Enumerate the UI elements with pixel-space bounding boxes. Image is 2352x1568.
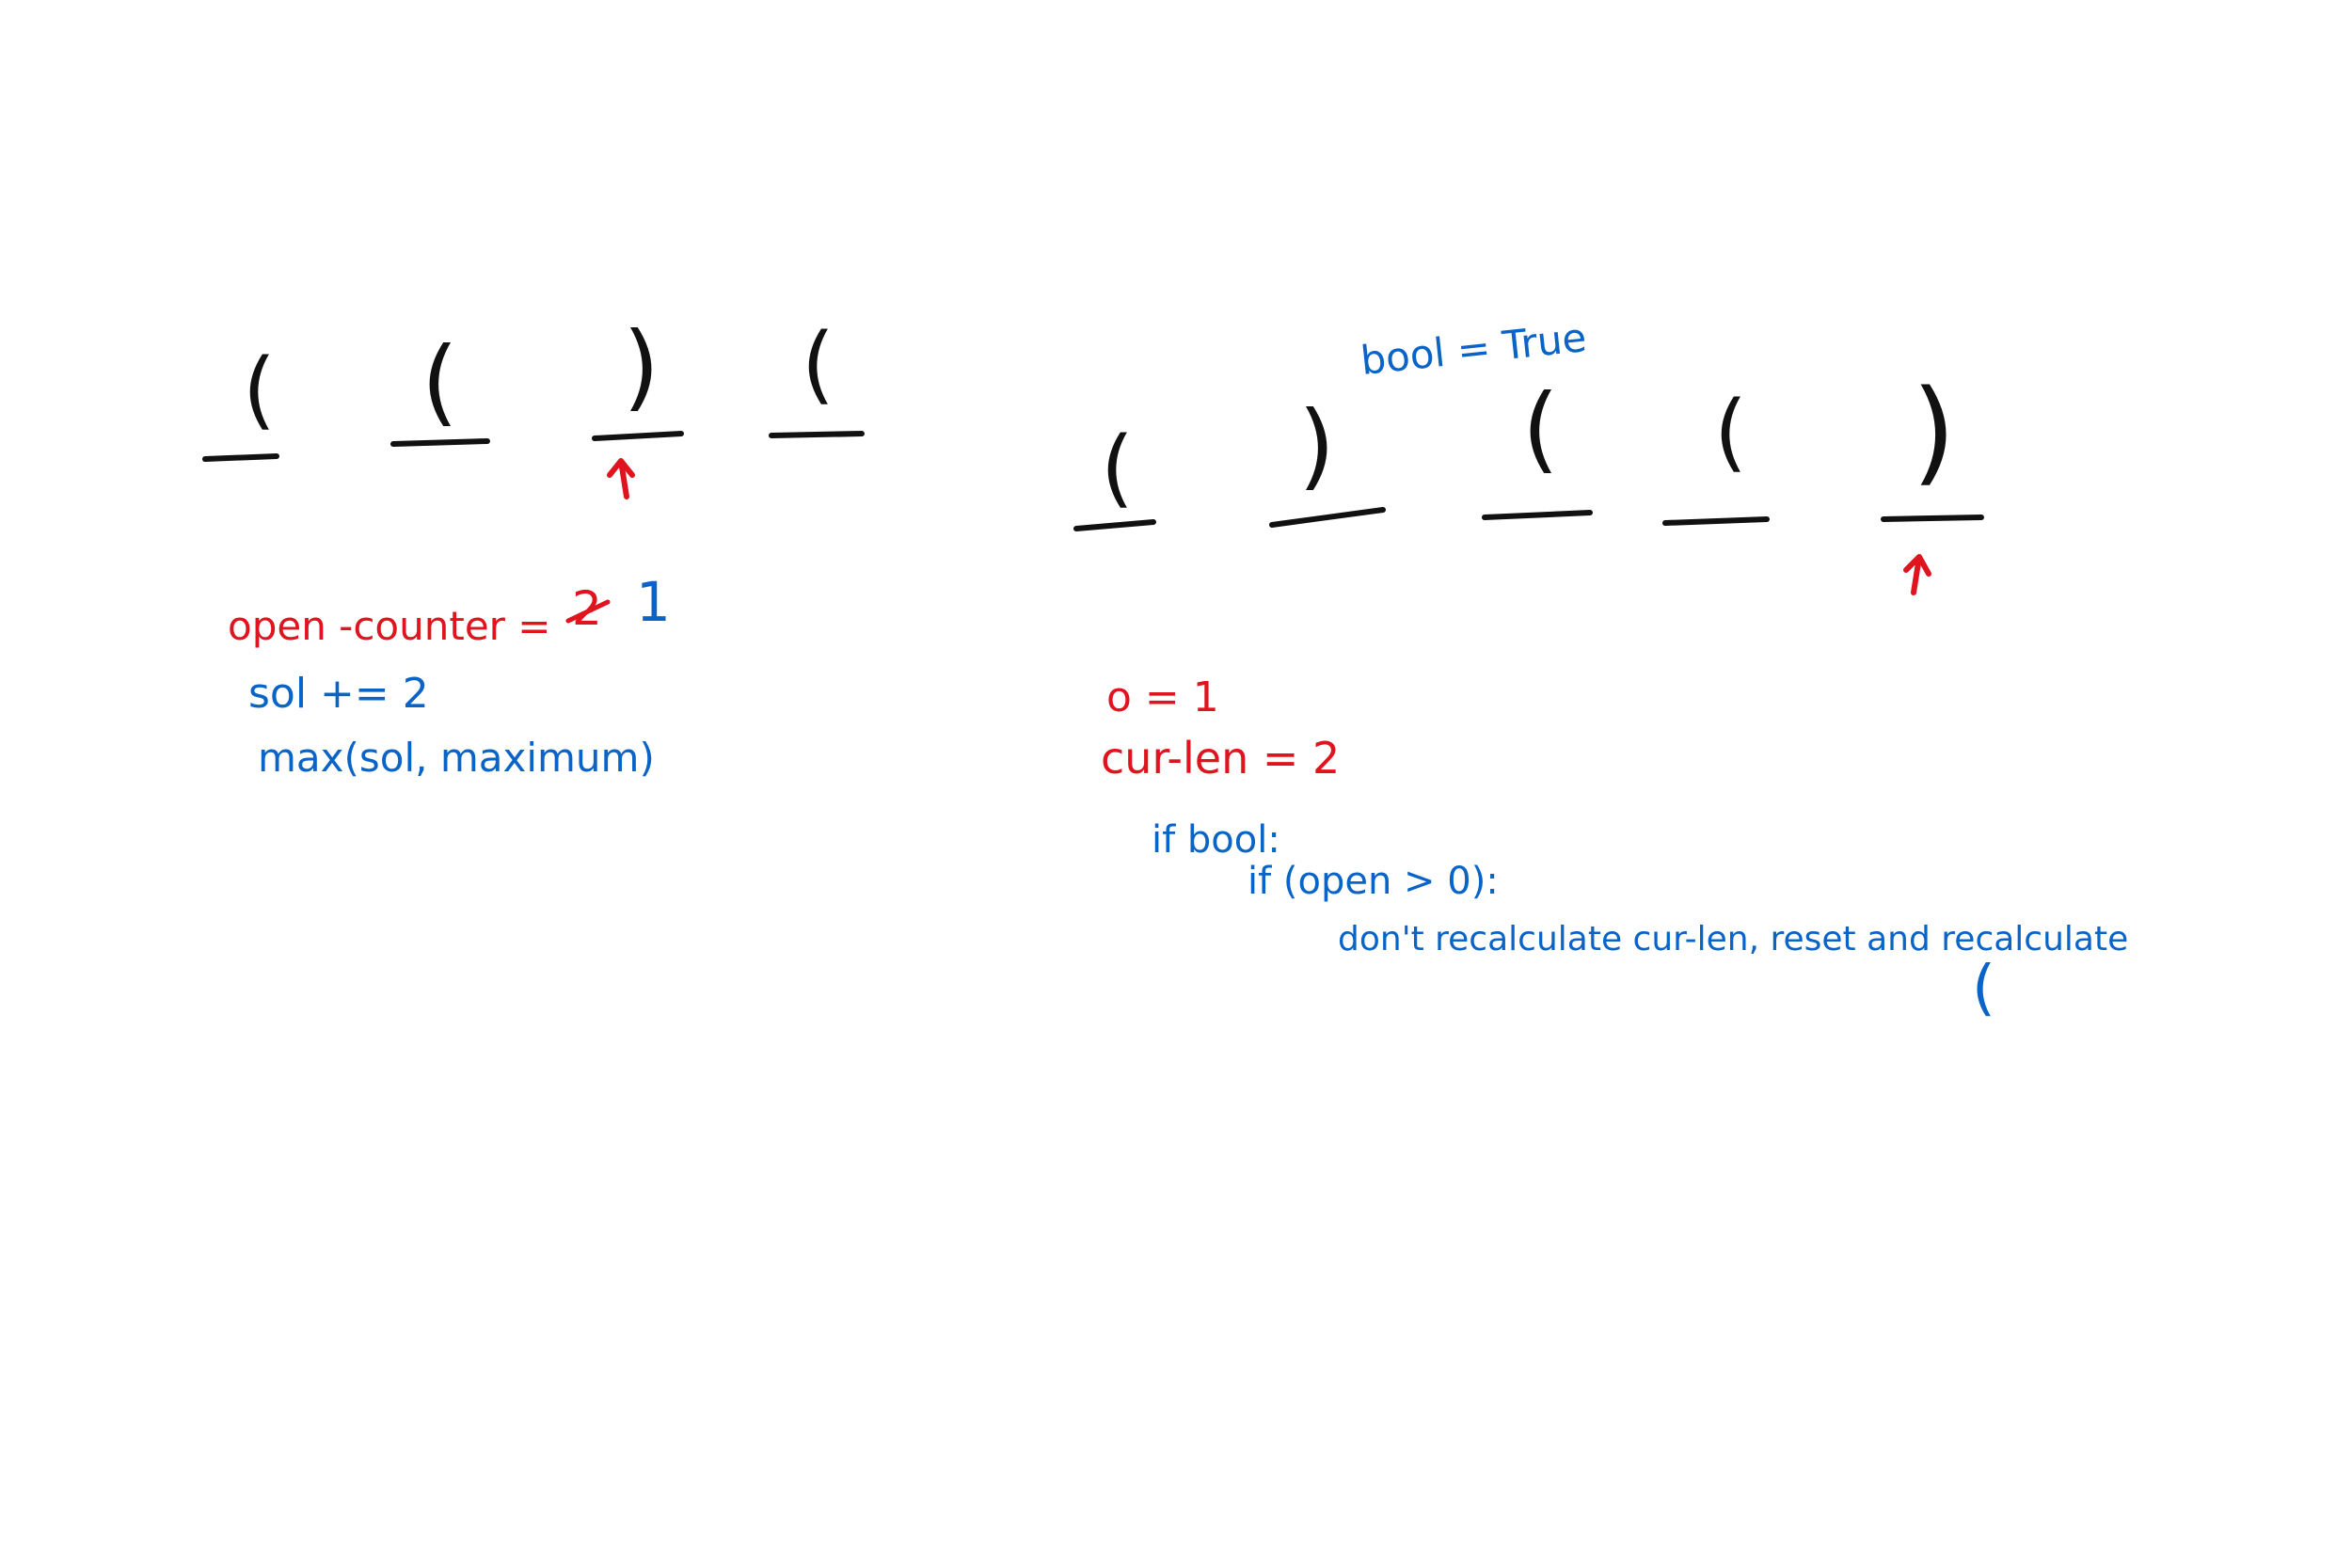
left-notes: open -counter = 2 1 sol += 2 max(sol, ma…	[228, 570, 671, 781]
left-slot-4: (	[769, 315, 865, 438]
left-slot-3-underline	[592, 431, 684, 441]
open-counter-label: open -counter =	[228, 603, 550, 649]
right-notes: o = 1 cur-len = 2 if bool: if (open > 0)…	[1101, 673, 2128, 1023]
right-slot-4-underline	[1662, 516, 1770, 526]
left-slot-4-underline	[769, 431, 865, 438]
left-slot-3: )	[592, 311, 684, 441]
left-slot-1: (	[202, 341, 279, 462]
right-slot-2-char: )	[1298, 390, 1335, 500]
old-value-strikethrough	[565, 599, 611, 624]
right-slot-4: (	[1662, 383, 1770, 526]
right-slot-3: (	[1482, 373, 1593, 520]
right-pointer-arrow-icon	[1903, 554, 1931, 595]
right-slot-5-char: )	[1912, 367, 1956, 498]
right-slot-1: (	[1073, 419, 1156, 531]
trailing-paren: (	[1972, 954, 1995, 1023]
right-slot-1-char: (	[1101, 419, 1134, 517]
cur-len-note: cur-len = 2	[1101, 733, 1340, 784]
right-slot-1-underline	[1073, 519, 1156, 531]
right-slot-5: )	[1881, 367, 1984, 522]
left-slot-1-char: (	[243, 341, 276, 439]
right-slot-4-char: (	[1714, 383, 1747, 482]
right-slot-5-underline	[1881, 515, 1984, 522]
right-slot-2: )	[1269, 390, 1386, 528]
open-counter-new-value: 1	[636, 570, 671, 634]
left-slot-2-char: (	[421, 326, 458, 436]
left-slot-2: (	[390, 326, 490, 447]
sol-increment-note: sol += 2	[248, 670, 429, 718]
if-open-note: if (open > 0):	[1248, 860, 1499, 903]
right-sequence: ( ) ( ( )	[1073, 367, 1984, 595]
recalculate-note: don't recalculate cur-len, reset and rec…	[1338, 920, 2128, 958]
left-pointer-arrow-icon	[607, 458, 635, 499]
left-sequence: ( ( ) (	[202, 311, 865, 499]
left-slot-4-char: (	[802, 315, 834, 414]
if-bool-note: if bool:	[1152, 818, 1280, 862]
right-slot-3-char: (	[1522, 373, 1559, 483]
max-sol-note: max(sol, maximum)	[258, 735, 655, 781]
open-count-note: o = 1	[1106, 673, 1219, 721]
right-slot-2-underline	[1269, 507, 1386, 528]
left-slot-3-char: )	[623, 311, 660, 421]
left-slot-1-underline	[202, 453, 279, 462]
left-slot-2-underline	[390, 438, 490, 447]
right-slot-3-underline	[1482, 510, 1593, 520]
